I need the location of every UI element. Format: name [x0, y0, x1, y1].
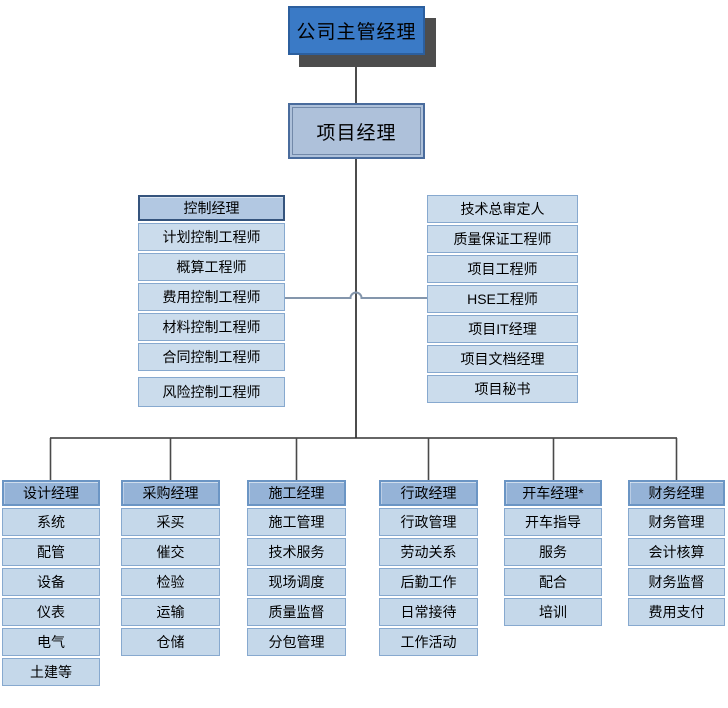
dept-header-finance: 财务经理 [628, 480, 725, 506]
dept-item: 行政管理 [379, 508, 478, 536]
dept-column-design: 设计经理 系统配管设备仪表电气土建等 [2, 480, 100, 686]
dept-item: 采买 [121, 508, 220, 536]
staff-group-item: 项目IT经理 [427, 315, 578, 343]
dept-item: 培训 [504, 598, 602, 626]
dept-item: 后勤工作 [379, 568, 478, 596]
dept-column-commissioning: 开车经理* 开车指导服务配合培训 [504, 480, 602, 626]
dept-header-admin: 行政经理 [379, 480, 478, 506]
staff-group-item: 质量保证工程师 [427, 225, 578, 253]
dept-item: 配管 [2, 538, 100, 566]
control-group-item: 概算工程师 [138, 253, 285, 281]
staff-group-item: 项目秘书 [427, 375, 578, 403]
dept-item: 工作活动 [379, 628, 478, 656]
dept-item: 费用支付 [628, 598, 725, 626]
control-group-item: 合同控制工程师 [138, 343, 285, 371]
dept-item: 电气 [2, 628, 100, 656]
dept-header-design: 设计经理 [2, 480, 100, 506]
dept-column-finance: 财务经理 财务管理会计核算财务监督费用支付 [628, 480, 725, 626]
org-node-company-director: 公司主管经理 [288, 6, 425, 55]
dept-item: 财务管理 [628, 508, 725, 536]
dept-header-commissioning: 开车经理* [504, 480, 602, 506]
connector-mid-groups [285, 291, 427, 299]
dept-item: 财务监督 [628, 568, 725, 596]
control-group-item: 风险控制工程师 [138, 377, 285, 407]
staff-group-item: 项目工程师 [427, 255, 578, 283]
dept-header-construction: 施工经理 [247, 480, 346, 506]
dept-column-admin: 行政经理 行政管理劳动关系后勤工作日常接待工作活动 [379, 480, 478, 656]
dept-item: 仪表 [2, 598, 100, 626]
dept-item: 检验 [121, 568, 220, 596]
dept-item: 分包管理 [247, 628, 346, 656]
dept-item: 设备 [2, 568, 100, 596]
control-manager-group: 控制经理 计划控制工程师概算工程师费用控制工程师材料控制工程师合同控制工程师风险… [138, 195, 285, 407]
dept-column-procurement: 采购经理 采买催交检验运输仓储 [121, 480, 220, 656]
org-node-project-manager: 项目经理 [288, 103, 425, 159]
dept-item: 会计核算 [628, 538, 725, 566]
staff-group-item: 技术总审定人 [427, 195, 578, 223]
control-manager-header: 控制经理 [138, 195, 285, 221]
dept-item: 技术服务 [247, 538, 346, 566]
staff-group-item: 项目文档经理 [427, 345, 578, 373]
dept-header-procurement: 采购经理 [121, 480, 220, 506]
dept-item: 仓储 [121, 628, 220, 656]
control-group-item: 材料控制工程师 [138, 313, 285, 341]
dept-item: 日常接待 [379, 598, 478, 626]
project-manager-inner-border: 项目经理 [292, 107, 421, 155]
dept-item: 开车指导 [504, 508, 602, 536]
staff-group-item: HSE工程师 [427, 285, 578, 313]
dept-item: 催交 [121, 538, 220, 566]
dept-item: 现场调度 [247, 568, 346, 596]
dept-item: 系统 [2, 508, 100, 536]
control-group-item: 计划控制工程师 [138, 223, 285, 251]
dept-column-construction: 施工经理 施工管理技术服务现场调度质量监督分包管理 [247, 480, 346, 656]
dept-item: 运输 [121, 598, 220, 626]
dept-item: 质量监督 [247, 598, 346, 626]
dept-item: 服务 [504, 538, 602, 566]
dept-item: 土建等 [2, 658, 100, 686]
dept-item: 劳动关系 [379, 538, 478, 566]
control-group-item: 费用控制工程师 [138, 283, 285, 311]
dept-item: 配合 [504, 568, 602, 596]
dept-item: 施工管理 [247, 508, 346, 536]
